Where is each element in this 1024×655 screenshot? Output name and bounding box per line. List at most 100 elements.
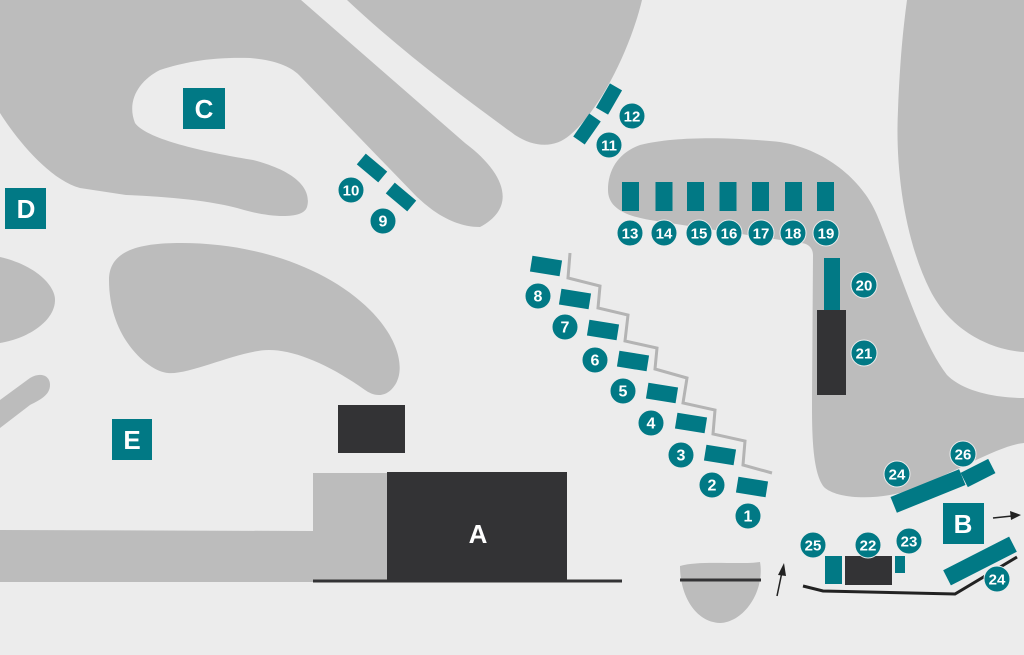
terrain-pond [680, 562, 761, 623]
stand-marker [655, 182, 673, 211]
stand-2[interactable]: 2 [698, 444, 737, 499]
terrain-top-left [0, 0, 503, 227]
stand-number: 20 [856, 278, 873, 295]
stand-22[interactable]: 22 [854, 531, 882, 559]
stand-number: 5 [619, 384, 628, 401]
stand-badge [812, 219, 840, 247]
terrain-far-right [897, 0, 1024, 352]
stand-badge [850, 339, 878, 367]
stand-marker [385, 182, 417, 212]
stand-marker [674, 412, 708, 434]
stand-number: 13 [622, 226, 639, 243]
stand-1[interactable]: 1 [734, 476, 769, 530]
stand-marker [586, 319, 620, 341]
stand-number: 16 [721, 226, 738, 243]
stand-badge [949, 440, 977, 468]
stand-marker [785, 182, 802, 211]
building-21 [817, 310, 846, 395]
stand-number: 6 [591, 353, 600, 370]
stand-8[interactable]: 8 [524, 255, 563, 310]
stand-13[interactable]: 13 [616, 182, 644, 247]
stand-marker [825, 556, 842, 584]
stand-9[interactable]: 9 [369, 182, 417, 235]
terrain-road-left [0, 473, 387, 582]
stand-17[interactable]: 17 [747, 182, 775, 247]
zone-c[interactable]: C [183, 88, 225, 129]
stand-24[interactable]: 24 [883, 460, 966, 513]
stand-number: 3 [677, 448, 686, 465]
zone-b[interactable]: B [943, 503, 984, 544]
stand-badge [618, 102, 646, 130]
stand-badge [369, 207, 397, 235]
stand-badge [581, 346, 609, 374]
stand-badge [609, 377, 637, 405]
stand-badge [650, 219, 678, 247]
stand-6[interactable]: 6 [581, 319, 620, 374]
stand-number: 18 [785, 226, 802, 243]
stand-24[interactable]: 24 [943, 536, 1017, 593]
terrain-right [608, 138, 1024, 498]
stand-badge [551, 313, 579, 341]
terrain-areas [0, 0, 1024, 623]
stand-badge [734, 502, 762, 530]
stand-number: 7 [561, 320, 570, 337]
stand-20[interactable]: 20 [824, 258, 878, 310]
stand-badge [799, 531, 827, 559]
stand-number: 12 [624, 109, 641, 126]
arrow-right-icon [992, 511, 1021, 520]
stand-25[interactable]: 25 [799, 531, 842, 584]
stand-number: 24 [889, 467, 906, 484]
stand-badge [667, 441, 695, 469]
stand-number: 19 [818, 226, 835, 243]
stand-marker [960, 458, 996, 488]
stand-marker [356, 153, 388, 183]
stand-badge [616, 219, 644, 247]
stand-11[interactable]: 11 [573, 113, 623, 159]
stand-5[interactable]: 5 [609, 350, 650, 405]
stand-number: 14 [656, 226, 673, 243]
stand-number: 26 [955, 447, 972, 464]
zone-label-c: C [195, 94, 214, 124]
stand-marker [645, 382, 679, 404]
stand-badge [983, 565, 1011, 593]
stand-7[interactable]: 7 [551, 288, 592, 341]
zone-label-a: A [469, 519, 488, 549]
stand-number: 23 [901, 534, 918, 551]
zone-label-e: E [123, 425, 140, 455]
stand-badge [779, 219, 807, 247]
stand-15[interactable]: 15 [685, 182, 713, 247]
stand-marker [817, 182, 834, 211]
stand-badge [637, 409, 665, 437]
stand-marker [558, 288, 592, 310]
stand-16[interactable]: 16 [715, 182, 743, 247]
stand-badge [883, 460, 911, 488]
zone-d[interactable]: D [5, 188, 46, 229]
stand-23[interactable]: 23 [895, 527, 923, 573]
stand-3[interactable]: 3 [667, 412, 708, 469]
terrain-top-middle [347, 0, 642, 145]
stand-18[interactable]: 18 [779, 182, 807, 247]
stand-10[interactable]: 10 [337, 153, 388, 204]
stand-marker [622, 182, 639, 211]
stair-line [566, 252, 773, 475]
zone-e[interactable]: E [112, 419, 152, 460]
stand-12[interactable]: 12 [595, 83, 646, 130]
stand-badge [715, 219, 743, 247]
stand-marker [573, 113, 601, 145]
stand-4[interactable]: 4 [637, 382, 679, 437]
stand-number: 2 [708, 478, 717, 495]
stand-14[interactable]: 14 [650, 182, 678, 247]
stand-badge [747, 219, 775, 247]
stand-21[interactable]: 21 [850, 339, 878, 367]
building-a[interactable]: A [387, 472, 567, 582]
stand-number: 8 [534, 289, 543, 306]
terrain-left-finger [0, 374, 50, 428]
stand-badge [854, 531, 882, 559]
stand-19[interactable]: 19 [812, 182, 840, 247]
stand-marker [687, 182, 704, 211]
stand-26[interactable]: 26 [949, 440, 996, 488]
stand-number: 25 [805, 538, 822, 555]
terrain-middle-left [109, 243, 400, 395]
stand-number: 9 [379, 214, 388, 231]
